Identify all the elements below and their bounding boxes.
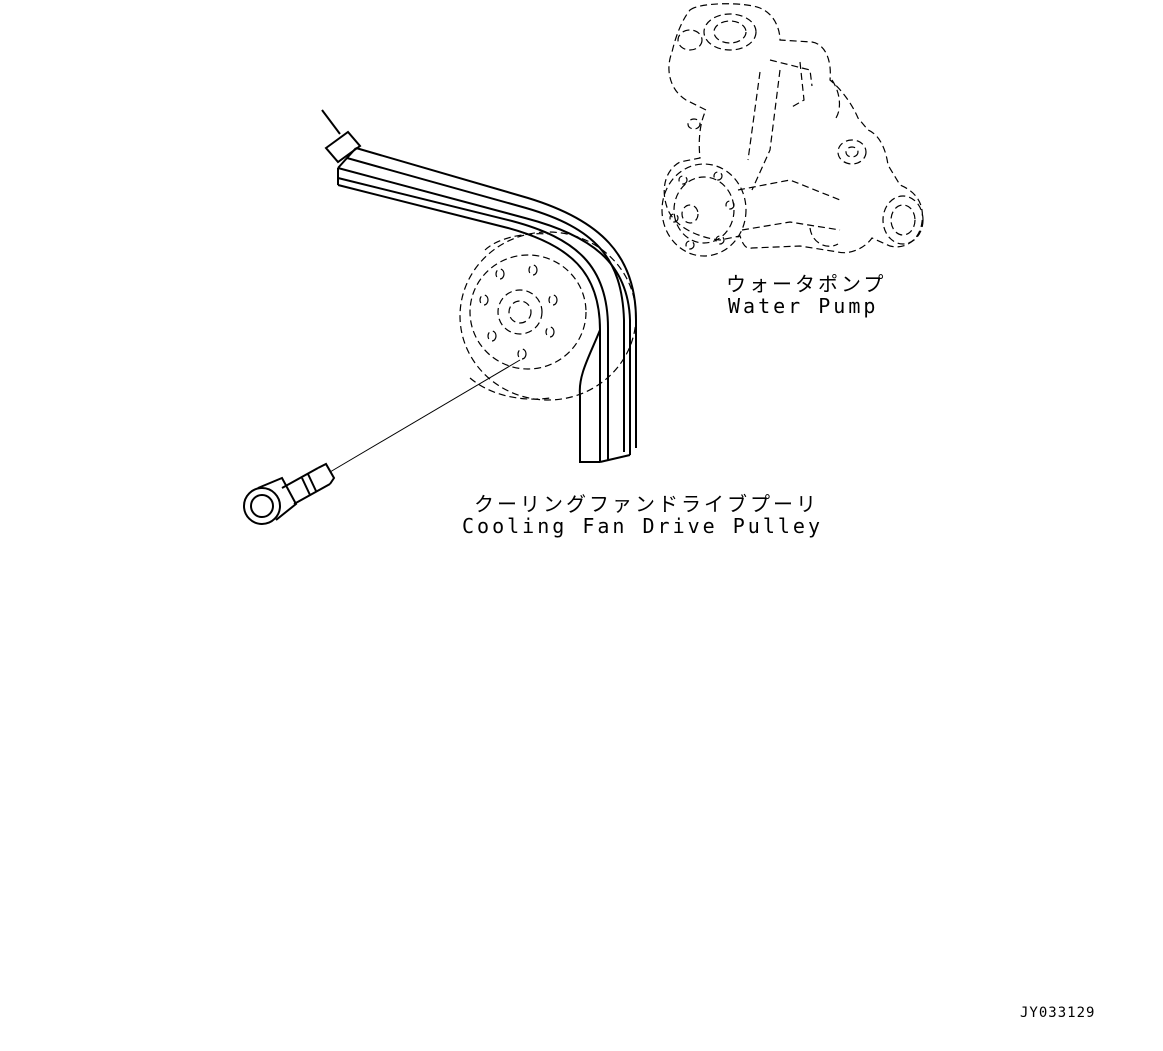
water-pump-label-jp: ウォータポンプ [726, 272, 887, 296]
pulley-label-jp: クーリングファンドライブプーリ [474, 492, 819, 516]
water-pump-drawing [661, 3, 924, 257]
pulley-drawing [459, 231, 637, 401]
drawing-code: JY033129 [1020, 1005, 1096, 1021]
pulley-label-en: Cooling Fan Drive Pulley [462, 514, 823, 538]
bolt-drawing [243, 359, 521, 525]
water-pump-label-en: Water Pump [728, 294, 879, 318]
drive-belt-drawing [321, 109, 637, 463]
